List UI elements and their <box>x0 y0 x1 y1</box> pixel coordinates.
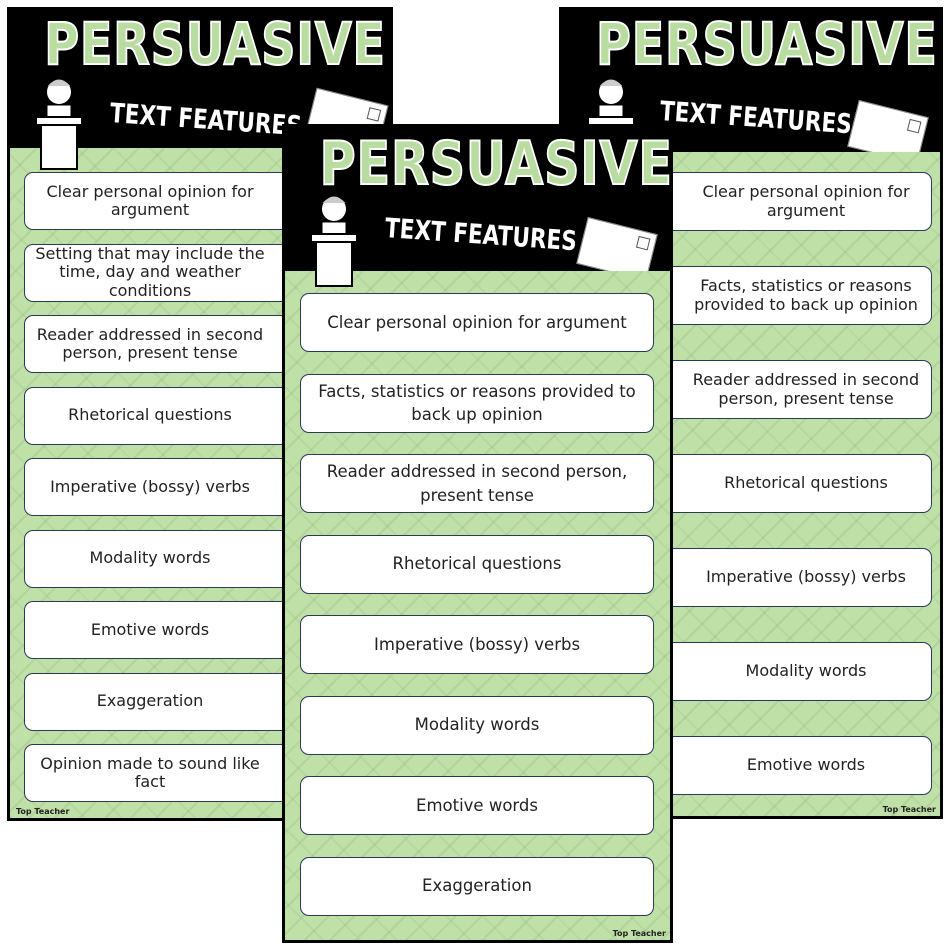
feature-card-text: Facts, statistics or reasons provided to… <box>318 381 636 424</box>
feature-card-text: Rhetorical questions <box>68 405 232 425</box>
feature-card: Reader addressed in second person, prese… <box>300 454 654 513</box>
feature-card-text: Exaggeration <box>422 876 532 896</box>
feature-card: Exaggeration <box>300 856 654 916</box>
speaker-at-podium-icon <box>307 189 361 289</box>
poster-title: PERSUASIVE <box>43 9 386 79</box>
brand-logo: Top Teacher <box>882 805 936 814</box>
poster-subtitle: TEXT FEATURES <box>108 98 303 143</box>
feature-card: Modality words <box>300 695 654 755</box>
feature-card-text: Reader addressed in second person, prese… <box>36 324 264 362</box>
feature-card-text: Facts, statistics or reasons provided to… <box>694 276 918 314</box>
feature-card-text: Setting that may include the time, day a… <box>35 243 265 300</box>
feature-card: Rhetorical questions <box>300 534 654 594</box>
feature-card-text: Clear personal opinion for argument <box>46 181 254 219</box>
feature-card-text: Exaggeration <box>96 691 204 711</box>
poster-header: PERSUASIVE TEXT FEATURES <box>562 9 940 164</box>
feature-card: Emotive words <box>300 776 654 835</box>
feature-card-text: Emotive words <box>416 795 538 815</box>
feature-card-text: Modality words <box>414 715 540 735</box>
feature-card-text: Reader addressed in second person, prese… <box>692 370 920 408</box>
feature-card-text: Rhetorical questions <box>392 554 562 574</box>
poster-center: PERSUASIVE TEXT FEATURES Clear personal op… <box>282 124 673 943</box>
feature-card: Facts, statistics or reasons provided to… <box>300 373 654 433</box>
poster-title: PERSUASIVE <box>319 128 673 200</box>
feature-card-text: Modality words <box>89 548 211 568</box>
feature-card-text: Modality words <box>745 661 867 681</box>
speaker-at-podium-icon <box>32 72 86 172</box>
poster-title: PERSUASIVE <box>595 9 938 79</box>
feature-card-text: Clear personal opinion for argument <box>327 312 627 332</box>
poster-body <box>285 271 670 940</box>
poster-subtitle: TEXT FEATURES <box>383 213 578 258</box>
brand-logo: Top Teacher <box>16 807 70 816</box>
brand-logo: Top Teacher <box>612 929 666 938</box>
feature-card-text: Imperative (bossy) verbs <box>50 476 250 496</box>
feature-card: Imperative (bossy) verbs <box>300 615 654 674</box>
feature-card-text: Rhetorical questions <box>724 473 888 493</box>
poster-subtitle: TEXT FEATURES <box>658 96 853 141</box>
feature-card: Clear personal opinion for argument <box>300 293 654 352</box>
feature-card-text: Imperative (bossy) verbs <box>706 567 906 587</box>
feature-card-text: Emotive words <box>746 755 866 775</box>
feature-card-text: Emotive words <box>90 619 210 639</box>
feature-card-text: Opinion made to sound like fact <box>40 753 260 791</box>
feature-card-text: Clear personal opinion for argument <box>702 182 910 220</box>
feature-card-text: Reader addressed in second person, prese… <box>326 462 628 505</box>
feature-card-text: Imperative (bossy) verbs <box>373 634 581 654</box>
